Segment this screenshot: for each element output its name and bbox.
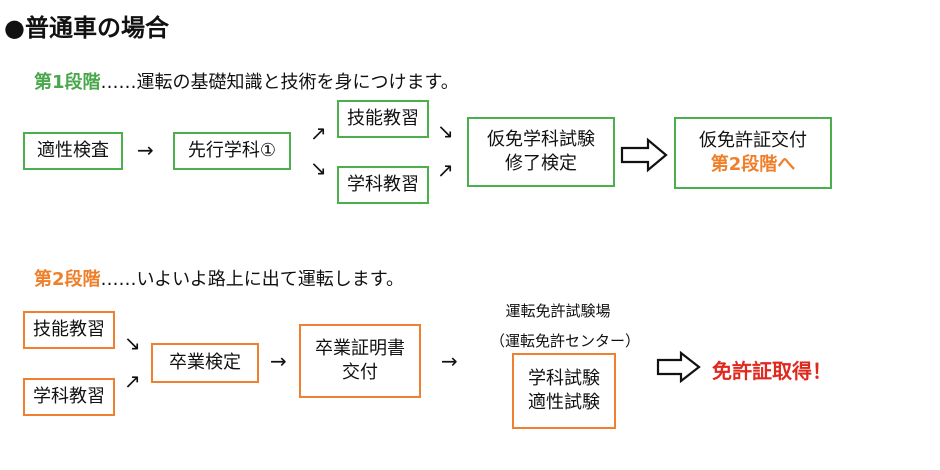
aptitude-test-label: 適性検査 bbox=[37, 139, 109, 161]
stage1-skill-label: 技能教習 bbox=[347, 107, 419, 129]
arrow-up-right: ↗ bbox=[437, 158, 454, 182]
arrow-down-right: ↘ bbox=[437, 119, 454, 143]
graduation-check-label: 卒業検定 bbox=[169, 351, 241, 373]
license-exam-line1: 学科試験 bbox=[528, 367, 600, 389]
stage2-theory-box: 学科教習 bbox=[23, 378, 115, 416]
stage1-theory-label: 学科教習 bbox=[347, 173, 419, 195]
stage2-header: 第2段階……いよいよ路上に出て運転します。 bbox=[34, 265, 404, 291]
prelearning-label: 先行学科① bbox=[187, 139, 277, 161]
aptitude-test-box: 適性検査 bbox=[23, 132, 123, 170]
license-exam-box: 学科試験 適性試験 bbox=[512, 353, 616, 429]
arrow-up-right: ↗ bbox=[310, 121, 327, 145]
stage2-heading: 第2段階 bbox=[34, 269, 101, 290]
arrow-right: → bbox=[137, 138, 154, 162]
arrow-right: → bbox=[441, 349, 458, 373]
stage1-heading: 第1段階 bbox=[34, 72, 101, 93]
stage2-theory-label: 学科教習 bbox=[33, 385, 105, 407]
prelearning-box: 先行学科① bbox=[173, 132, 291, 170]
graduation-certificate-line2: 交付 bbox=[342, 362, 378, 383]
stage2-description: ……いよいよ路上に出て運転します。 bbox=[100, 269, 405, 290]
provisional-exam-box: 仮免学科試験 修了検定 bbox=[467, 117, 615, 187]
arrow-down-right: ↘ bbox=[310, 156, 327, 180]
license-exam-line2: 適性試験 bbox=[528, 392, 600, 413]
arrow-down-right: ↘ bbox=[124, 331, 141, 355]
test-center-alt-name: （運転免許センター） bbox=[489, 332, 640, 350]
hollow-arrow-icon bbox=[656, 350, 701, 384]
to-stage2-label: 第2段階へ bbox=[710, 154, 796, 175]
provisional-exam-line1: 仮免学科試験 bbox=[487, 128, 595, 150]
stage1-skill-box: 技能教習 bbox=[337, 100, 429, 138]
provisional-exam-line2: 修了検定 bbox=[505, 153, 577, 174]
stage1-theory-box: 学科教習 bbox=[337, 166, 429, 204]
graduation-check-box: 卒業検定 bbox=[151, 343, 259, 383]
graduation-certificate-line1: 卒業証明書 bbox=[315, 337, 405, 359]
provisional-license-box: 仮免許証交付 第2段階へ bbox=[674, 117, 832, 189]
test-center-name: 運転免許試験場 bbox=[505, 302, 611, 320]
provisional-license-line1: 仮免許証交付 bbox=[699, 129, 807, 151]
page-title: ●普通車の場合 bbox=[4, 14, 169, 42]
arrow-up-right: ↗ bbox=[124, 369, 141, 393]
stage1-description: ……運転の基礎知識と技術を身につけます。 bbox=[100, 72, 459, 93]
hollow-arrow-icon bbox=[620, 137, 668, 173]
stage1-header: 第1段階……運転の基礎知識と技術を身につけます。 bbox=[34, 68, 459, 94]
arrow-right: → bbox=[270, 349, 287, 373]
stage2-skill-label: 技能教習 bbox=[33, 318, 105, 340]
stage2-skill-box: 技能教習 bbox=[23, 311, 115, 349]
graduation-certificate-box: 卒業証明書 交付 bbox=[299, 324, 421, 398]
license-obtained-label: 免許証取得！ bbox=[712, 359, 832, 383]
